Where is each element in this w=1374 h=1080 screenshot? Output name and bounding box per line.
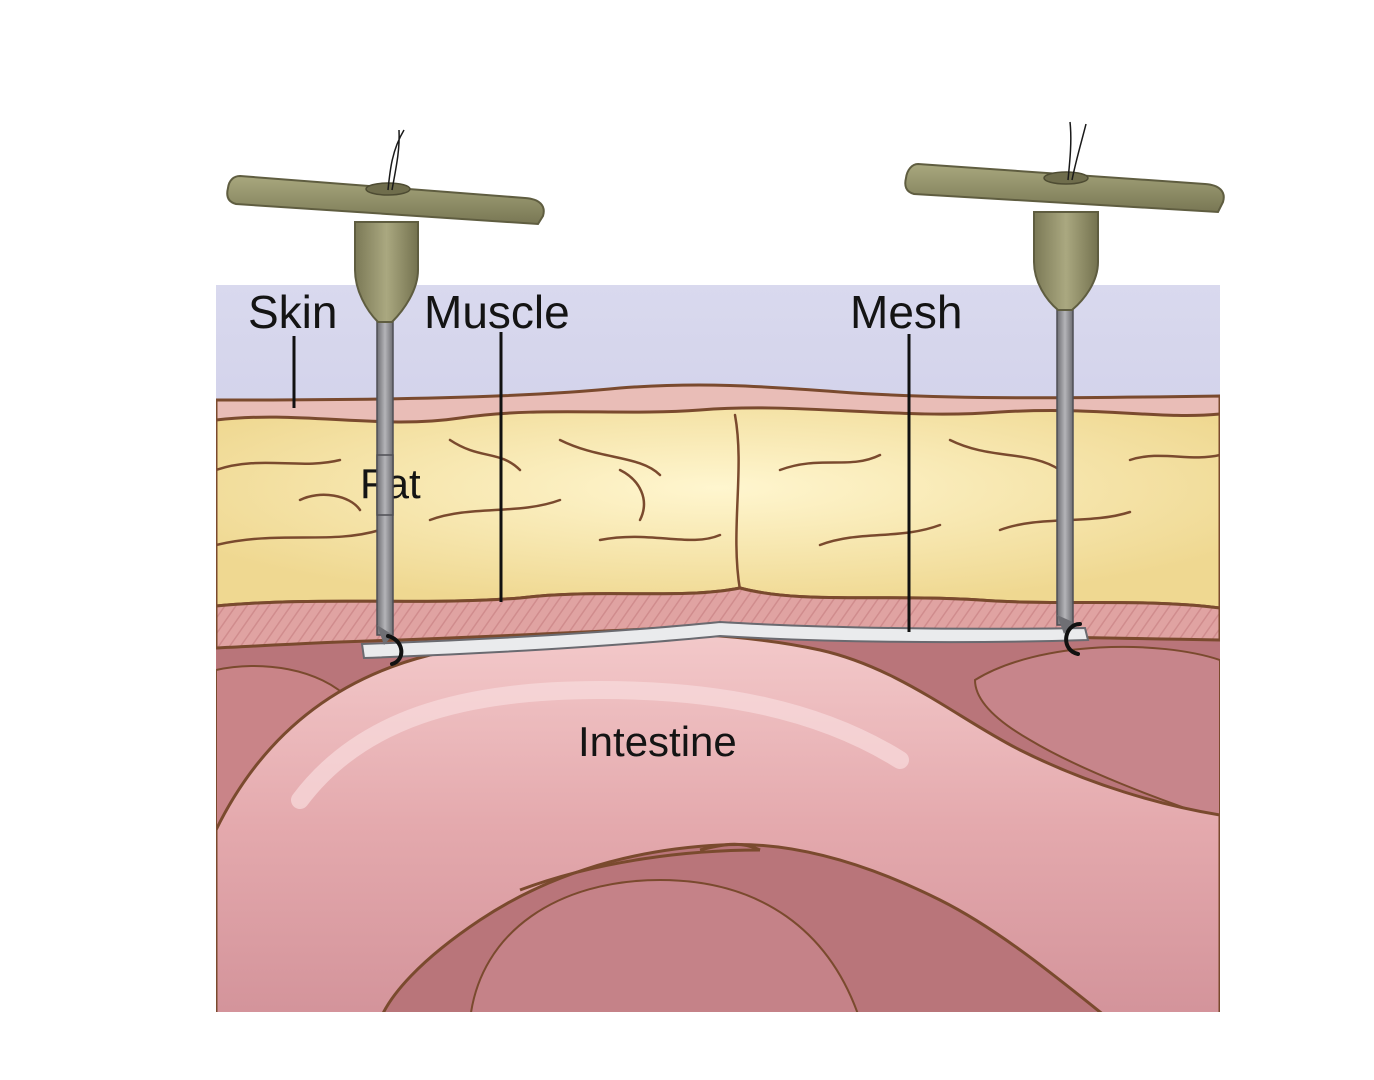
device-left-handle[interactable]	[226, 174, 545, 226]
deep-tissue-loop-right	[973, 645, 1220, 822]
intestine-fold	[519, 842, 761, 892]
device-right-anchor-hook	[1064, 622, 1082, 656]
device-right-suture	[1067, 121, 1087, 181]
device-left-stem	[354, 221, 419, 323]
device-right-needle-tip	[1057, 615, 1073, 634]
device-right-handle[interactable]	[904, 162, 1225, 214]
device-right-suture-port	[1043, 171, 1089, 185]
fixation-device-right[interactable]	[904, 121, 1225, 656]
device-right-needle	[1056, 304, 1074, 626]
deep-tissue-loop-bottom	[470, 878, 859, 1012]
device-left-suture	[387, 129, 405, 191]
label-mesh: Mesh	[850, 286, 962, 338]
device-left-anchor-hook	[386, 634, 404, 666]
intestine-highlight	[291, 680, 909, 809]
device-right-stem	[1033, 211, 1099, 311]
label-intestine: Intestine	[578, 718, 737, 765]
device-left-needle-tip	[377, 625, 393, 645]
label-muscle: Muscle	[424, 286, 570, 338]
label-skin: Skin	[248, 286, 337, 338]
device-left-needle-overlay	[376, 454, 394, 516]
mesh[interactable]	[360, 620, 1090, 660]
